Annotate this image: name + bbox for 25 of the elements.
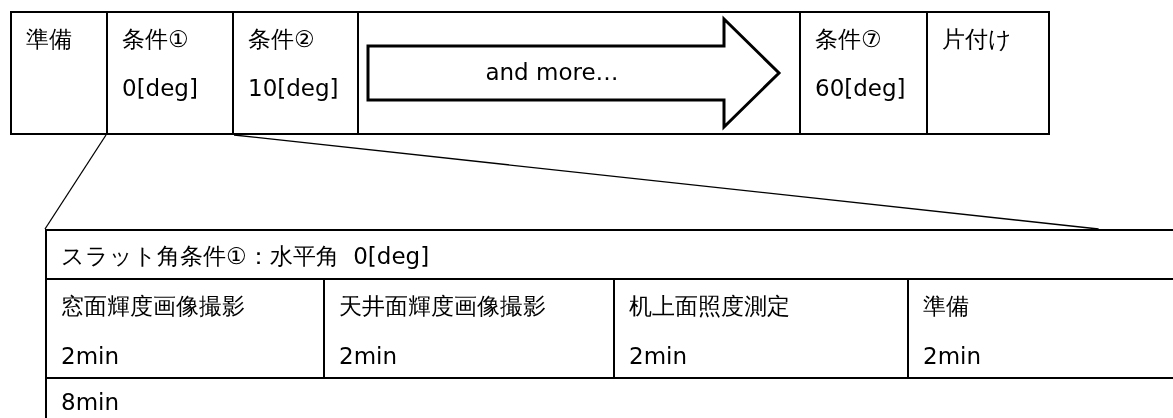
zoom-line [233,134,1100,230]
cell-text: 2min [61,342,119,371]
table-cell [232,11,359,135]
zoom-line [44,134,107,230]
cell-text: 8min [61,388,119,417]
cell-text: 60[deg] [815,74,906,103]
table-cell [10,11,108,135]
cell-text: 準備 [26,25,72,54]
cell-text: 天井面輝度画像撮影 [339,292,546,321]
cell-text: 机上面照度測定 [629,292,790,321]
table-cell [799,11,928,135]
cell-text: 条件① [122,25,189,54]
cell-text: 2min [339,342,397,371]
cell-text: 0[deg] [122,74,198,103]
table-cell [926,11,1050,135]
cell-text: 10[deg] [248,74,339,103]
cell-text: 片付け [942,25,1012,54]
cell-text: 条件② [248,25,315,54]
cell-text: 準備 [923,292,969,321]
cell-text: 窓面輝度画像撮影 [61,292,245,321]
table-cell [106,11,234,135]
cell-text: 2min [923,342,981,371]
cell-text: 2min [629,342,687,371]
cell-text: スラット角条件①：水平角 0[deg] [61,242,430,271]
cell-text: 条件⑦ [815,25,882,54]
